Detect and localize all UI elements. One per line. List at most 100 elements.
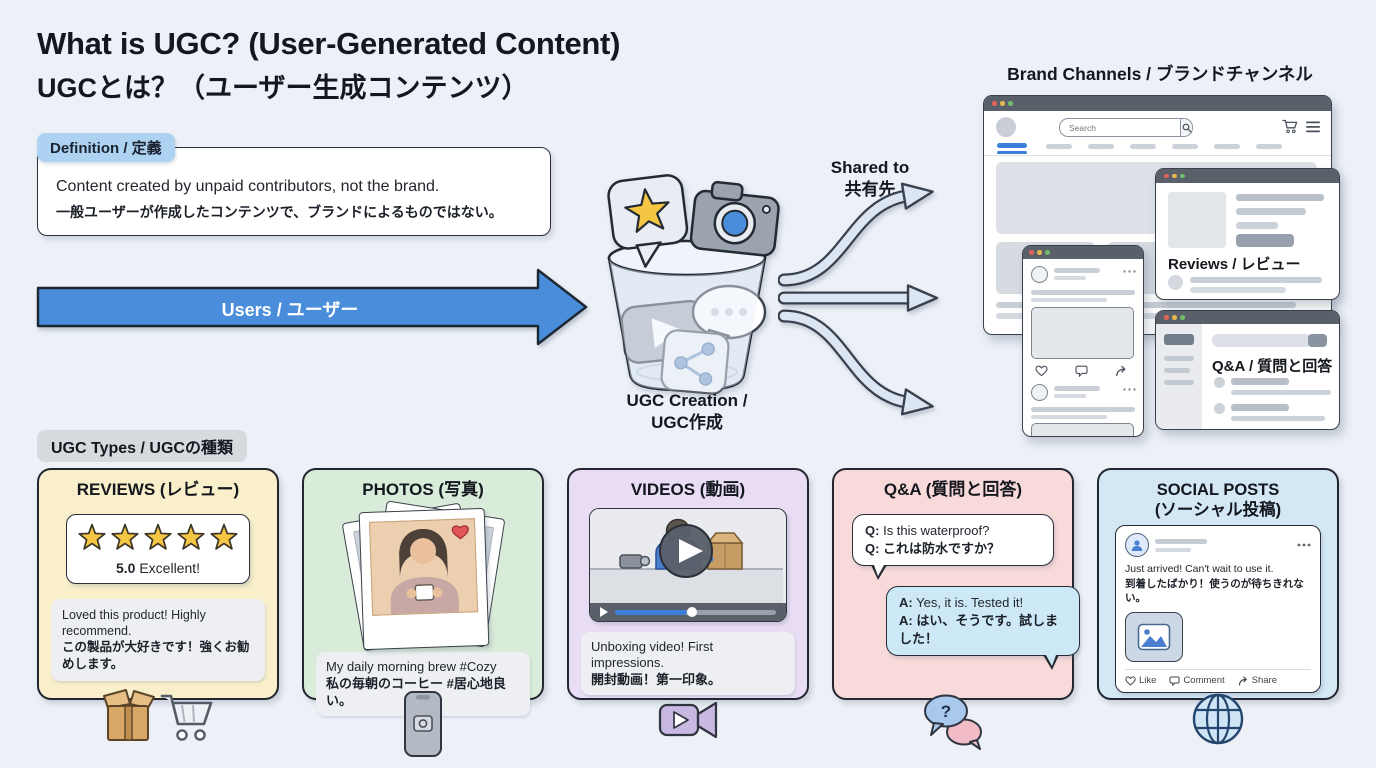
qa-search-bar xyxy=(1212,334,1312,347)
card-social-posts: SOCIAL POSTS (ソーシャル投稿) Just arrived! Can… xyxy=(1097,468,1339,700)
shared-to-arrows xyxy=(778,182,939,416)
phone-camera-icon xyxy=(404,691,442,757)
photo-caption-ja: 私の毎朝のコーヒー #居心地良い。 xyxy=(326,676,506,708)
q-prefix: Q: xyxy=(865,523,880,538)
qa-search-button xyxy=(1308,334,1327,347)
photo-caption-en: My daily morning brew #Cozy xyxy=(326,659,497,674)
cart-icon xyxy=(1282,119,1298,134)
post-text-ja: 到着したばかり！使うのが待ちきれない。 xyxy=(1125,578,1304,604)
traffic-lights-icon xyxy=(1023,246,1143,259)
brand-channels-label: Brand Channels / ブランドチャンネル xyxy=(1007,64,1313,84)
question-en: Is this waterproof? xyxy=(883,523,990,538)
page-title-ja: UGCとは？（ユーザー生成コンテンツ） xyxy=(37,73,529,103)
rating-text: Excellent! xyxy=(139,560,201,576)
definition-label: Definition / 定義 xyxy=(37,133,175,162)
search-button xyxy=(1180,119,1192,136)
card-social-title: SOCIAL POSTS (ソーシャル投稿) xyxy=(1154,481,1282,519)
username-placeholder xyxy=(1155,538,1207,552)
woman-with-coffee-photo xyxy=(370,519,478,615)
answer-en: Yes, it is. Tested it! xyxy=(916,595,1024,610)
magnifier-icon xyxy=(1182,123,1192,133)
video-caption-ja: 開封動画！第一印象。 xyxy=(591,672,722,687)
question-ja: Q: これは防水ですか？ xyxy=(865,541,1001,556)
rating-line: 5.0 Excellent! xyxy=(67,560,249,576)
comment-action: Comment xyxy=(1169,675,1225,686)
post-text-en: Just arrived! Can't wait to use it. xyxy=(1125,563,1274,575)
polaroid-stack xyxy=(338,500,508,652)
ugc-types-label: UGC Types / UGCの種類 xyxy=(37,430,247,462)
rating-value: 5.0 xyxy=(115,560,136,576)
share-tile-icon xyxy=(660,329,730,395)
question-bubbles-icon: ? xyxy=(924,694,982,750)
definition-box: Content created by unpaid contributors, … xyxy=(37,147,551,236)
card-photos-title: PHOTOS (写真) xyxy=(362,480,484,499)
like-action: Like xyxy=(1125,675,1156,686)
ugc-creation-label: UGC Creation / UGC作成 xyxy=(626,391,748,432)
question-bubble: Q: Is this waterproof? Q: これは防水ですか？ xyxy=(852,514,1054,580)
traffic-lights-icon xyxy=(1156,311,1339,324)
star-rating-box: 5.0 Excellent! xyxy=(66,514,250,584)
review-quote: Loved this product! Highly recommend. この… xyxy=(51,599,265,681)
more-options-icon xyxy=(1297,543,1311,547)
card-videos: VIDEOS (動画) xyxy=(567,468,809,700)
share-icon xyxy=(1116,365,1126,377)
qa-window-label: Q&A / 質問と回答 xyxy=(1212,358,1333,375)
a-prefix: A: xyxy=(899,595,913,610)
video-caption-en: Unboxing video! First impressions. xyxy=(591,639,714,670)
camera-icon xyxy=(689,180,780,257)
qa-sidebar xyxy=(1156,324,1202,429)
social-feed-window xyxy=(1022,245,1144,437)
search-bar xyxy=(1059,118,1193,137)
answer-ja: A: はい、そうです。試しました！ xyxy=(899,613,1059,646)
reviews-window: Reviews / レビュー xyxy=(1155,168,1340,300)
progress-bar xyxy=(615,607,776,617)
share-icon xyxy=(1238,676,1247,686)
card-photos: PHOTOS (写真) xyxy=(302,468,544,716)
traffic-lights-icon xyxy=(984,96,1331,111)
heart-icon xyxy=(451,525,469,540)
review-text-ja: この製品が大好きです！強くお勧めします。 xyxy=(62,640,250,671)
unboxing-scene xyxy=(590,509,783,603)
post-actions: Like Comment Share xyxy=(1125,669,1311,687)
more-options-icon xyxy=(1123,388,1136,391)
social-post: Just arrived! Can't wait to use it. 到着した… xyxy=(1115,525,1321,693)
post-image-placeholder xyxy=(1031,423,1134,436)
video-caption: Unboxing video! First impressions. 開封動画！… xyxy=(581,632,795,695)
definition-text-en: Content created by unpaid contributors, … xyxy=(56,178,440,195)
avatar xyxy=(1031,384,1048,401)
share-action: Share xyxy=(1238,675,1277,686)
comment-icon xyxy=(1169,676,1180,686)
product-image-placeholder xyxy=(1168,192,1226,248)
search-input xyxy=(1060,122,1180,133)
shared-to-label: Shared to 共有先 xyxy=(830,158,910,199)
card-reviews: REVIEWS (レビュー) 5.0 Excellent! Loved this… xyxy=(37,468,279,700)
like-icon xyxy=(1125,675,1136,685)
image-icon xyxy=(1137,623,1171,651)
traffic-lights-icon xyxy=(1156,169,1339,183)
reviewer-avatar xyxy=(1168,275,1183,290)
reviews-window-label: Reviews / レビュー xyxy=(1168,256,1301,273)
globe-icon xyxy=(1192,693,1244,745)
question-bullet xyxy=(1214,377,1225,388)
card-videos-title: VIDEOS (動画) xyxy=(630,480,746,499)
page-title-en: What is UGC? (User-Generated Content) xyxy=(37,26,621,61)
like-icon xyxy=(1035,365,1048,377)
card-reviews-title: REVIEWS (レビュー) xyxy=(76,480,240,499)
review-text-en: Loved this product! Highly recommend. xyxy=(62,608,206,638)
video-controls xyxy=(590,603,786,621)
camcorder-icon xyxy=(658,701,718,739)
card-qa-title: Q&A (質問と回答) xyxy=(883,480,1023,499)
card-qa: Q&A (質問と回答) Q: Is this waterproof? Q: これ… xyxy=(832,468,1080,700)
definition-text-ja: 一般ユーザーが作成したコンテンツで、ブランドによるものではない。 xyxy=(56,204,503,220)
users-arrow xyxy=(36,268,588,346)
post-image-placeholder xyxy=(1031,307,1134,359)
post-image-thumbnail xyxy=(1125,612,1183,662)
users-arrow-label: Users / ユーザー xyxy=(221,300,359,320)
qa-window: Q&A / 質問と回答 xyxy=(1155,310,1340,430)
ugc-bucket-illustration xyxy=(607,174,780,395)
site-logo xyxy=(996,117,1016,137)
camcorder-on-table xyxy=(619,554,651,569)
avatar xyxy=(1031,266,1048,283)
video-player xyxy=(589,508,787,622)
